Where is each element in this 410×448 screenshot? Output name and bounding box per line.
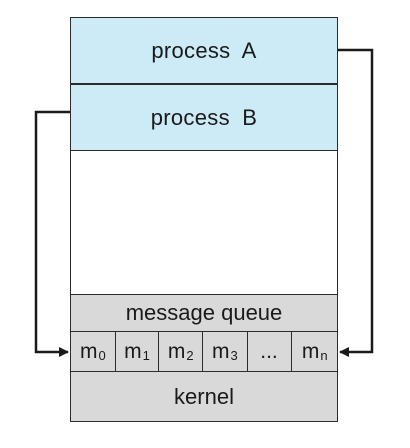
message-queue-label: message queue xyxy=(125,300,283,325)
process-a-box: process A xyxy=(70,17,338,84)
arrow-process-b-to-queue xyxy=(34,110,70,357)
process-a-label: process A xyxy=(151,37,257,63)
process-b-box: process B xyxy=(70,84,338,151)
queue-slot-ellipsis: ... xyxy=(248,332,293,371)
process-b-label: process B xyxy=(150,104,258,130)
message-queue-box: message queue xyxy=(70,294,338,332)
empty-region xyxy=(70,151,338,294)
kernel-box: kernel xyxy=(70,372,338,422)
arrow-process-a-to-queue xyxy=(338,48,374,357)
kernel-label: kernel xyxy=(174,383,234,409)
